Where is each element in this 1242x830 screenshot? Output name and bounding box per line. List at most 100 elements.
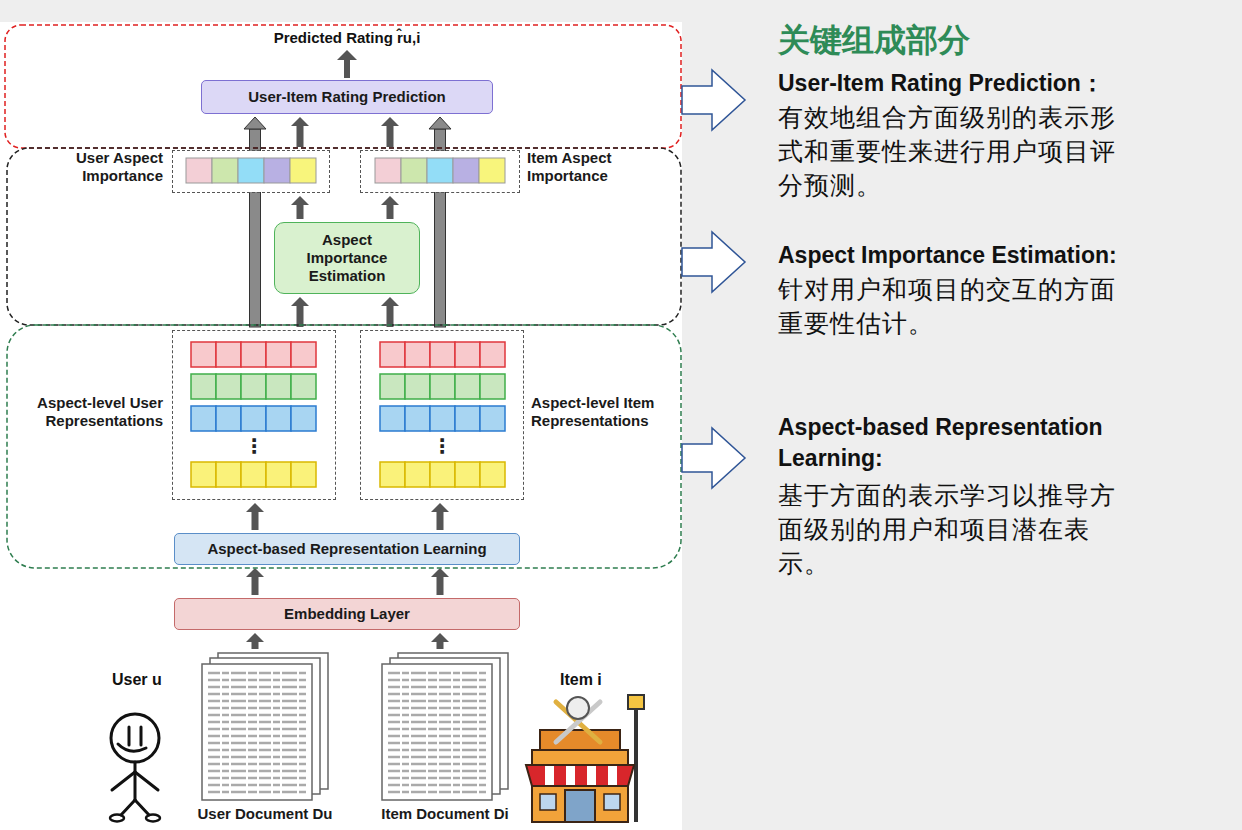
- cell: [480, 342, 505, 367]
- node-heading: Item Aspect Importance: [527, 149, 670, 185]
- flow-arrow: [291, 196, 309, 219]
- text-line: [388, 700, 486, 703]
- text-line: [208, 672, 306, 675]
- aspect-row: [191, 342, 505, 367]
- region-outline: [7, 325, 681, 568]
- arrow-shaft: [297, 205, 304, 219]
- cell: [216, 374, 241, 399]
- text-line: [208, 686, 306, 689]
- component-description: 基于方面的表示学习以推导方面级别的用户和项目潜在表示。: [778, 478, 1133, 580]
- chef-hat: [567, 697, 589, 719]
- arrow-head: [291, 117, 309, 126]
- text-line: [388, 728, 486, 731]
- arrow-head: [244, 117, 266, 129]
- cell: [380, 374, 405, 399]
- arrow-shaft: [344, 58, 350, 78]
- aspect-row: [191, 462, 505, 487]
- cell: [455, 342, 480, 367]
- arrow-head: [381, 297, 399, 306]
- document-drawing: [380, 652, 510, 802]
- text-line: [208, 777, 306, 780]
- flow-arrow: [431, 503, 449, 530]
- arrow-shaft: [437, 642, 444, 649]
- lamp: [628, 695, 644, 709]
- text-line: [388, 784, 486, 787]
- cell: [266, 374, 291, 399]
- document-drawing: [200, 652, 330, 802]
- cell: [430, 342, 455, 367]
- cell: [455, 462, 480, 487]
- cell: [241, 374, 266, 399]
- hollow-arrow: [682, 428, 745, 488]
- document-stack: Item Document Di: [380, 652, 510, 802]
- cell: [291, 342, 316, 367]
- box-ground: [173, 151, 329, 192]
- cell: [480, 374, 505, 399]
- cell: [380, 462, 405, 487]
- actor-label: User u: [112, 670, 162, 689]
- arrow-head: [429, 117, 451, 129]
- arrow-head: [337, 50, 357, 60]
- region-outline: [7, 148, 681, 325]
- cell: [479, 158, 505, 183]
- figure-leg: [121, 800, 135, 815]
- text-line: [388, 749, 486, 752]
- figure-body: [134, 762, 137, 800]
- text-line: [208, 728, 306, 731]
- arrow-head: [291, 196, 309, 205]
- page: [382, 664, 492, 800]
- text-line: [388, 770, 486, 773]
- text-line: [208, 700, 306, 703]
- flow-arrow: [246, 568, 264, 595]
- figure-arm: [135, 772, 158, 790]
- cell: [216, 462, 241, 487]
- arrow-head: [246, 503, 264, 512]
- text-line: [388, 721, 486, 724]
- figure-foot: [110, 815, 124, 822]
- page: [202, 664, 312, 800]
- arrow-shaft: [437, 577, 444, 595]
- cell: [216, 406, 241, 431]
- aspect-row: [191, 406, 505, 431]
- text-line: [208, 721, 306, 724]
- arrow-shaft: [387, 126, 394, 147]
- flow-arrow: [246, 633, 264, 649]
- node-heading: Aspect-level Item Representations: [531, 394, 674, 430]
- component-name: Aspect-based Representation Learning:: [778, 412, 1178, 474]
- cell: [290, 158, 316, 183]
- cell: [480, 462, 505, 487]
- node-heading: Aspect-level User Representations: [13, 394, 163, 430]
- text-line: [388, 777, 486, 780]
- cell: [264, 158, 290, 183]
- node-label: Aspect-based Representation Learning: [207, 540, 486, 558]
- awning-stripe: [566, 766, 575, 785]
- text-line: [388, 679, 486, 682]
- text-line: [388, 763, 486, 766]
- text-line: [208, 693, 306, 696]
- cell: [430, 374, 455, 399]
- importance-vector: User Aspect Importance: [172, 150, 330, 193]
- text-line: [208, 784, 306, 787]
- text-line: [208, 749, 306, 752]
- cell: [186, 158, 212, 183]
- component-name: Aspect Importance Estimation:: [778, 240, 1218, 271]
- flow-arrow: [246, 503, 264, 530]
- cell: [291, 406, 316, 431]
- arrow-shaft: [387, 306, 394, 327]
- arrow-head: [431, 503, 449, 512]
- cell: [405, 374, 430, 399]
- arrow-head: [381, 196, 399, 205]
- text-line: [208, 735, 306, 738]
- hollow-arrow: [682, 232, 745, 292]
- node-label: User-Item Rating Prediction: [248, 88, 446, 106]
- cell: [241, 406, 266, 431]
- component-description: 针对用户和项目的交互的方面重要性估计。: [778, 272, 1133, 340]
- process-box: Aspect-based Representation Learning: [174, 533, 520, 565]
- importance-cells: [186, 158, 505, 183]
- figure-arm: [112, 772, 135, 790]
- window: [604, 794, 620, 810]
- process-box: User-Item Rating Prediction: [201, 80, 493, 114]
- flow-arrow: [431, 633, 449, 649]
- text-line: [208, 763, 306, 766]
- document-stack: User Document Du: [200, 652, 330, 802]
